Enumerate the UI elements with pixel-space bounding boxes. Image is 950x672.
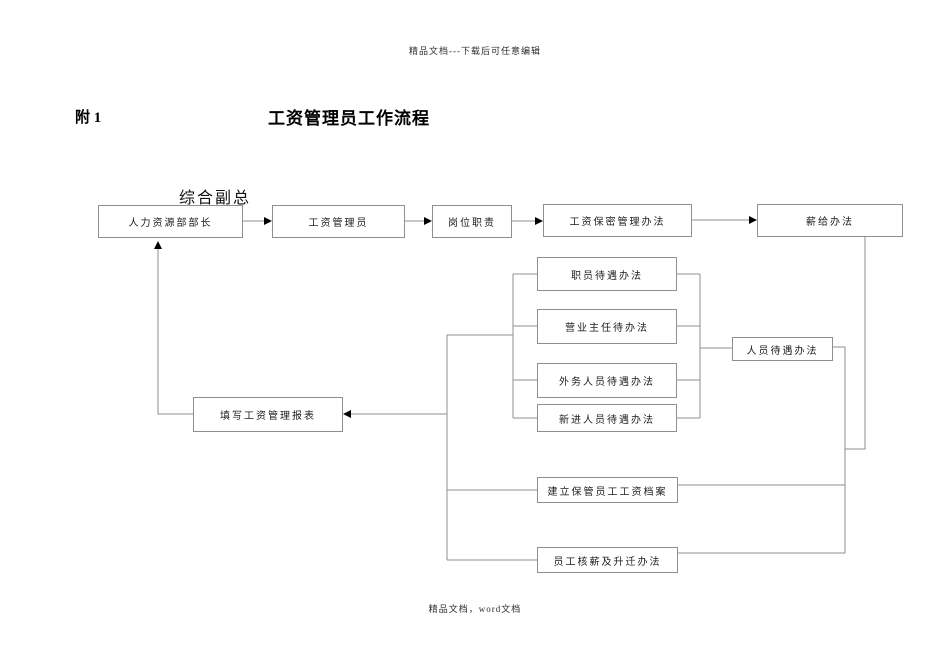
node-build-salary-archive: 建立保管员工工资档案: [537, 477, 678, 503]
arrowhead-hr: [154, 241, 162, 249]
node-salary-check-promotion: 员工核薪及升迁办法: [537, 547, 678, 573]
node-secrecy-policy: 工资保密管理办法: [543, 204, 692, 237]
arrowhead-admin: [264, 217, 272, 225]
node-hr-director: 人力资源部部长: [98, 205, 243, 238]
deputy-general-annotation: 综合副总: [179, 190, 252, 207]
node-job-duty: 岗位职责: [432, 205, 512, 238]
arrowhead-secrecy: [535, 217, 543, 225]
page-title: 工资管理员工作流程: [268, 109, 430, 128]
node-personnel-treatment: 人员待遇办法: [732, 337, 833, 361]
node-fill-salary-report: 填写工资管理报表: [193, 397, 343, 432]
node-manager-treatment: 营业主任待办法: [537, 309, 677, 344]
connector-fill-to-hr: [157, 247, 193, 415]
arrowhead-fill-report: [343, 410, 351, 418]
node-salary-policy: 薪给办法: [757, 204, 903, 237]
node-new-staff-treatment: 新进人员待遇办法: [537, 404, 677, 432]
arrowhead-salary: [749, 216, 757, 224]
node-field-staff-treatment: 外务人员待遇办法: [537, 363, 677, 398]
arrowhead-duty: [424, 217, 432, 225]
node-salary-admin: 工资管理员: [272, 205, 405, 238]
header-note: 精品文档---下载后可任意编辑: [409, 46, 541, 56]
node-staff-treatment: 职员待遇办法: [537, 257, 677, 291]
connector-salary-drop: [845, 237, 866, 450]
attachment-label: 附 1: [75, 110, 102, 126]
footer-note: 精品文档，word文档: [428, 604, 522, 614]
